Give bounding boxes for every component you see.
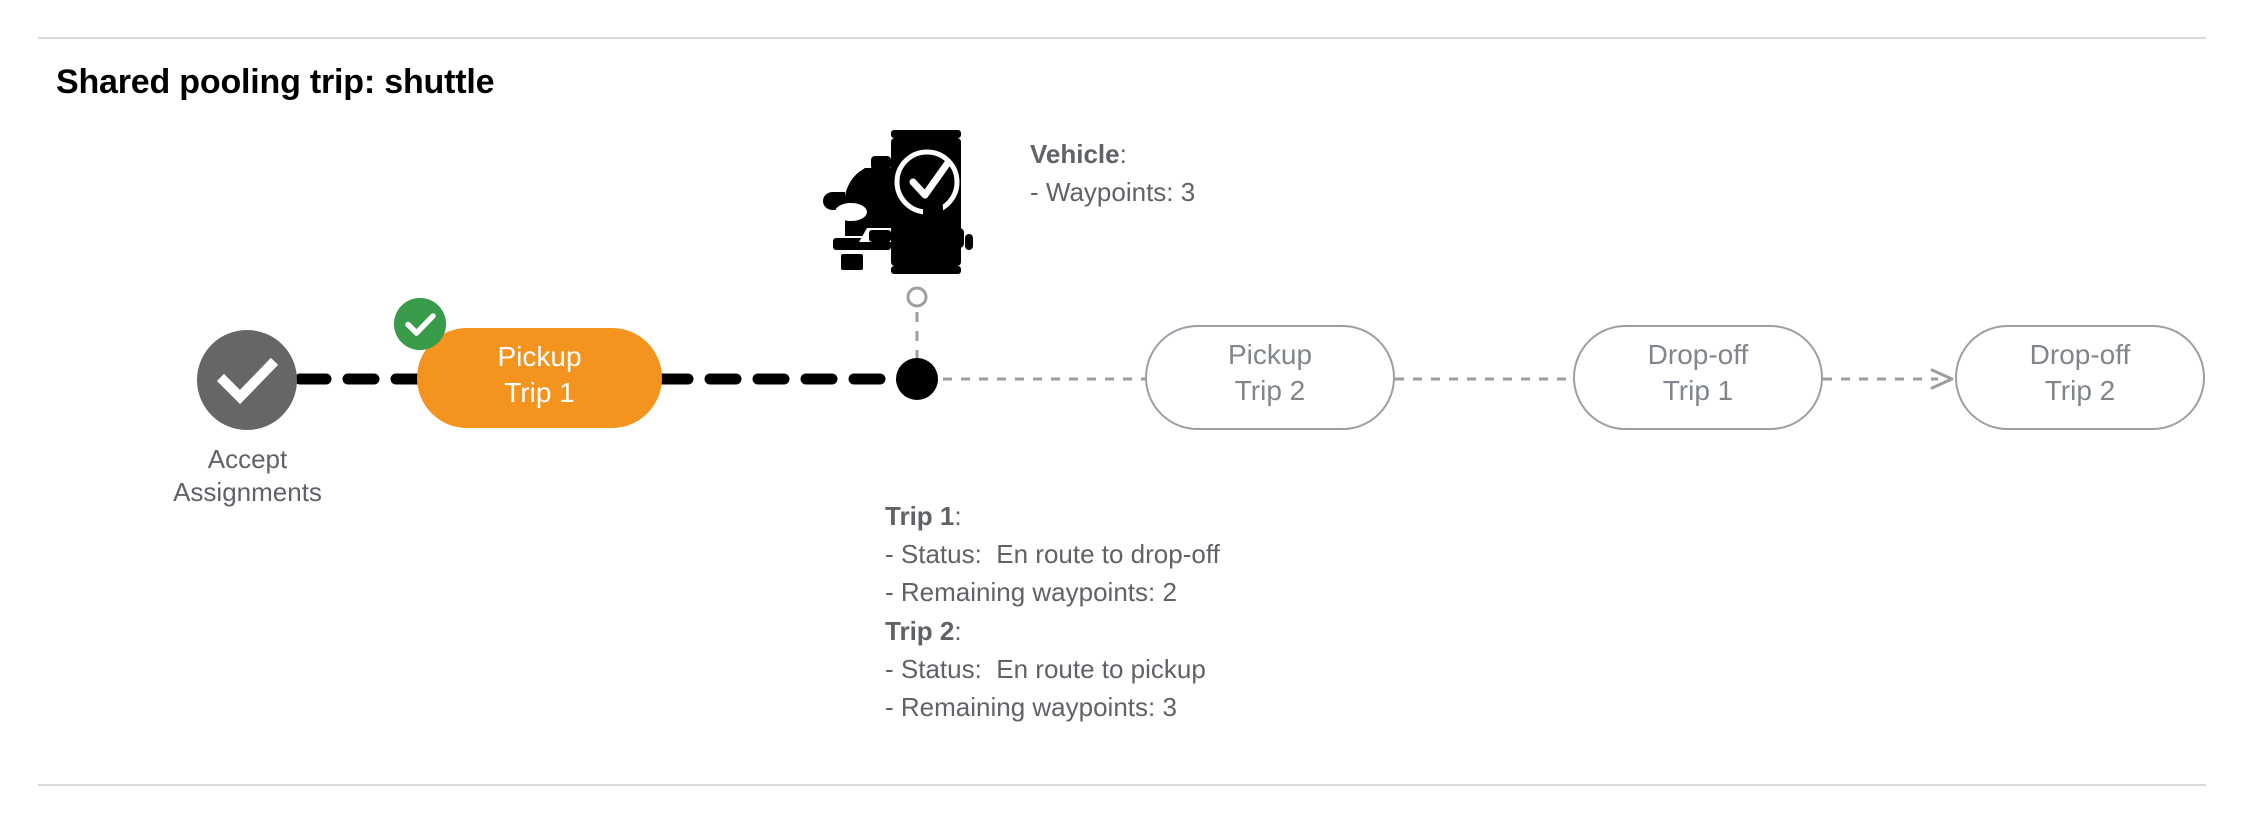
node-dropoff-trip-1[interactable] <box>1573 325 1823 430</box>
check-badge-icon <box>394 298 446 350</box>
vehicle-info-block: Vehicle: - Waypoints: 3 <box>1030 136 1195 211</box>
node-dropoff-trip-2[interactable] <box>1955 325 2205 430</box>
vehicle-heading: Vehicle <box>1030 139 1120 169</box>
trip-1-status: - Status: En route to drop-off <box>885 539 1220 570</box>
trip-1-heading: Trip 1 <box>885 501 955 531</box>
arrowhead-icon <box>1930 368 1954 390</box>
trip-1-heading-colon: : <box>954 501 962 531</box>
divider-bottom <box>38 784 2206 786</box>
trip-details-block: Trip 1: - Status: En route to drop-off -… <box>885 497 1220 726</box>
check-icon <box>216 357 279 405</box>
vehicle-heading-colon: : <box>1119 139 1127 169</box>
trip-1-remaining-waypoints: - Remaining waypoints: 2 <box>885 577 1177 608</box>
node-pickup-trip-2[interactable] <box>1145 325 1395 430</box>
accept-node-circle <box>197 330 297 430</box>
trip-2-remaining-waypoints: - Remaining waypoints: 3 <box>885 692 1177 723</box>
divider-top <box>38 37 2206 39</box>
page-title: Shared pooling trip: shuttle <box>56 63 495 101</box>
vehicle-waypoints: - Waypoints: 3 <box>1030 176 1196 207</box>
trip-2-heading-colon: : <box>954 615 962 646</box>
vehicle-position-dot <box>896 358 938 400</box>
node-accept-assignments[interactable] <box>197 330 297 430</box>
trip-2-heading: Trip 2 <box>885 615 955 646</box>
vehicle-app-checkmark-icon <box>823 130 973 274</box>
trip-2-status: - Status: En route to pickup <box>885 653 1206 684</box>
open-circle-icon <box>906 286 928 308</box>
node-pickup-trip-1[interactable] <box>417 328 662 428</box>
